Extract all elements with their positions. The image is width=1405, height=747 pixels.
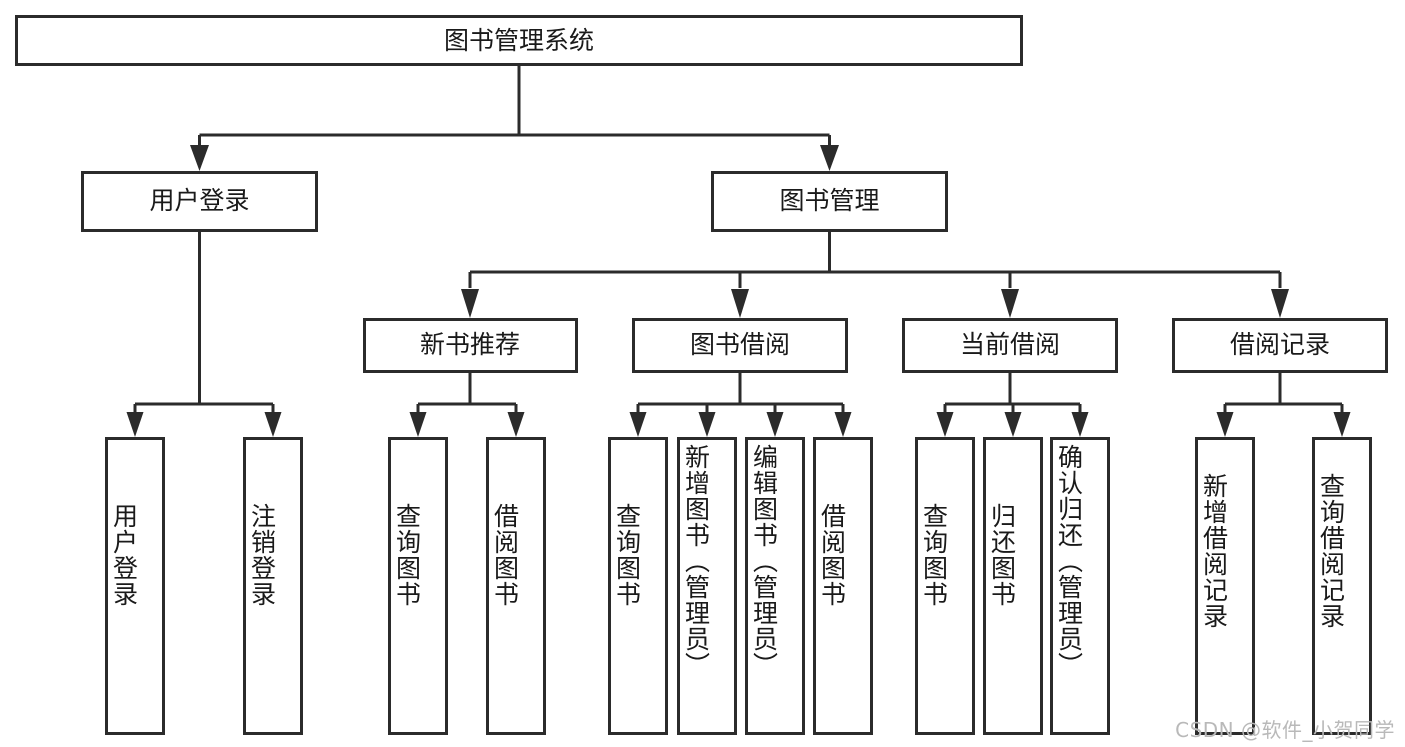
node-box-book-manage[interactable] bbox=[711, 171, 948, 232]
node-box-book-borrow[interactable] bbox=[632, 318, 848, 373]
node-label-borrow-record: 借阅记录 bbox=[1230, 330, 1330, 359]
node-box-leaf-query-record[interactable] bbox=[1312, 437, 1372, 735]
node-box-leaf-query-book-2[interactable] bbox=[608, 437, 668, 735]
node-box-leaf-add-record[interactable] bbox=[1195, 437, 1255, 735]
arrow-leaf-query-book-2 bbox=[629, 412, 647, 437]
connector-layer bbox=[126, 66, 1351, 437]
node-box-leaf-user-login[interactable] bbox=[105, 437, 165, 735]
arrow-new-book-recommend bbox=[461, 289, 479, 318]
arrow-leaf-borrow-book-2 bbox=[834, 412, 852, 437]
node-label-new-book-recommend: 新书推荐 bbox=[420, 330, 520, 359]
arrow-leaf-query-book-3 bbox=[936, 412, 954, 437]
node-box-user-login[interactable] bbox=[81, 171, 318, 232]
node-label-current-borrow: 当前借阅 bbox=[960, 330, 1060, 359]
node-box-leaf-return-book[interactable] bbox=[983, 437, 1043, 735]
arrow-borrow-record bbox=[1271, 289, 1289, 318]
arrow-leaf-add-book bbox=[698, 412, 716, 437]
node-box-new-book-recommend[interactable] bbox=[363, 318, 578, 373]
node-box-leaf-borrow-book-1[interactable] bbox=[486, 437, 546, 735]
node-label-user-login: 用户登录 bbox=[149, 186, 249, 215]
node-label-book-borrow: 图书借阅 bbox=[690, 330, 790, 359]
node-label-book-manage: 图书管理 bbox=[779, 186, 879, 215]
node-box-root[interactable] bbox=[15, 15, 1023, 66]
arrow-leaf-edit-book bbox=[766, 412, 784, 437]
node-box-leaf-add-book[interactable] bbox=[677, 437, 737, 735]
csdn-watermark: CSDN @软件_小贺同学 bbox=[1175, 718, 1395, 742]
arrow-leaf-query-book-1 bbox=[409, 412, 427, 437]
arrow-leaf-query-record bbox=[1333, 412, 1351, 437]
arrow-leaf-user-login bbox=[126, 412, 144, 437]
arrow-leaf-add-record bbox=[1216, 412, 1234, 437]
arrow-current-borrow bbox=[1001, 289, 1019, 318]
node-box-leaf-borrow-book-2[interactable] bbox=[813, 437, 873, 735]
node-label-root: 图书管理系统 bbox=[444, 26, 594, 55]
arrow-book-borrow bbox=[731, 289, 749, 318]
node-box-leaf-logout[interactable] bbox=[243, 437, 303, 735]
node-layer: 图书管理系统 用户登录 图书管理 新书推荐 图书借阅 当前借阅 借阅记录 bbox=[15, 15, 1388, 735]
arrow-leaf-borrow-book-1 bbox=[507, 412, 525, 437]
node-box-current-borrow[interactable] bbox=[902, 318, 1118, 373]
node-box-leaf-edit-book[interactable] bbox=[745, 437, 805, 735]
arrow-leaf-confirm-return bbox=[1071, 412, 1089, 437]
node-box-leaf-query-book-3[interactable] bbox=[915, 437, 975, 735]
node-box-leaf-confirm-return[interactable] bbox=[1050, 437, 1110, 735]
arrow-leaf-return-book bbox=[1004, 412, 1022, 437]
node-box-borrow-record[interactable] bbox=[1172, 318, 1388, 373]
arrow-book-manage bbox=[820, 145, 839, 171]
arrow-leaf-logout bbox=[264, 412, 282, 437]
arrow-user-login bbox=[190, 145, 209, 171]
node-box-leaf-query-book-1[interactable] bbox=[388, 437, 448, 735]
